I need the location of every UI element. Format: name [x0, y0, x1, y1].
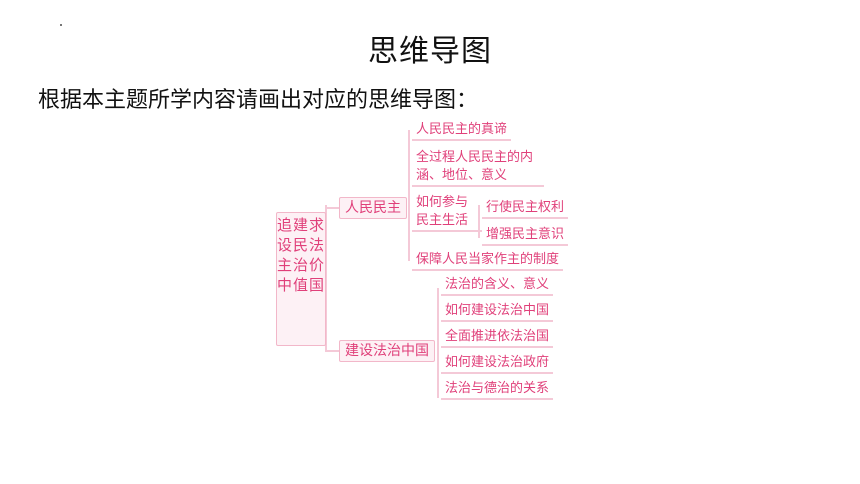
subleaf-node: 增强民主意识	[482, 226, 569, 246]
decorative-dot	[60, 24, 62, 26]
root-node: 追建求设民法主治价中值国	[276, 212, 326, 346]
slide-title: 思维导图	[368, 34, 492, 69]
branch-node-rule-of-law: 建设法治中国	[339, 340, 435, 362]
leaf-node: 如何建设法治政府	[441, 354, 554, 374]
leaf-node: 法治与德治的关系	[441, 380, 554, 400]
root-trunk-line	[325, 205, 327, 352]
branch-node-people-democracy: 人民民主	[339, 197, 407, 219]
leaf-node: 保障人民当家作主的制度	[412, 251, 564, 271]
leaf-node: 如何建设法治中国	[441, 302, 554, 322]
leaf-node: 如何参与民主生活	[412, 194, 482, 232]
instruction-text: 根据本主题所学内容请画出对应的思维导图：	[38, 88, 479, 113]
branch1-connector	[325, 207, 339, 209]
leaf-node: 人民民主的真谛	[412, 121, 512, 141]
leaf-node: 全过程人民民主的内涵、地位、意义	[412, 149, 544, 187]
branch2-spine	[437, 288, 439, 398]
leaf-node: 全面推进依法治国	[441, 328, 554, 348]
branch1-spine	[408, 130, 410, 261]
subleaf-node: 行使民主权利	[482, 199, 569, 219]
sub-spine	[478, 205, 480, 238]
leaf-node: 法治的含义、意义	[441, 276, 554, 296]
branch2-connector	[325, 350, 339, 352]
